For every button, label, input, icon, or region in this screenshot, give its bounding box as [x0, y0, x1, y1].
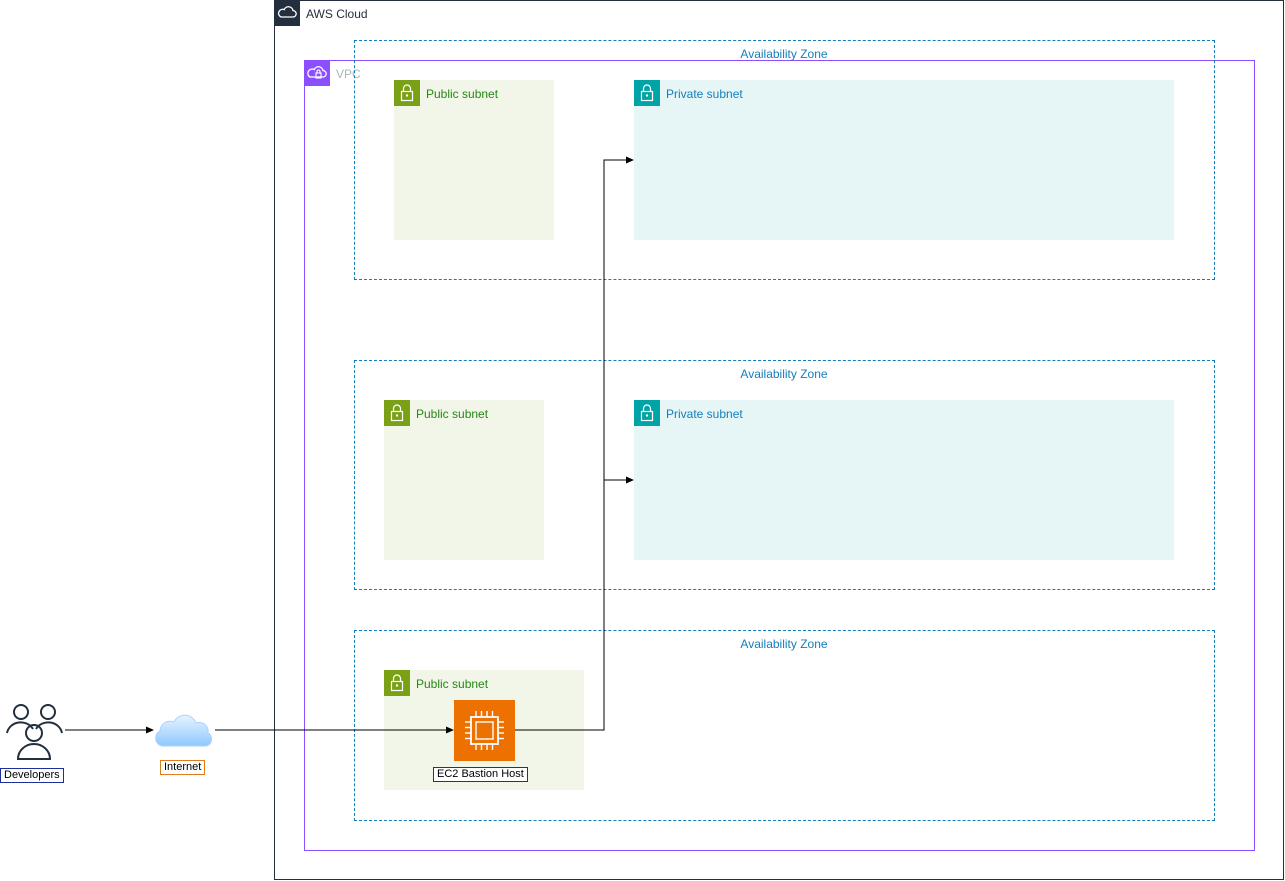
availability-zone-2: [354, 360, 1215, 590]
cloud-icon: [274, 0, 300, 26]
internet-label: Internet: [160, 760, 206, 775]
availability-zone-2-label: Availability Zone: [740, 367, 828, 381]
availability-zone-3: [354, 630, 1215, 821]
private-subnet-2-label: Private subnet: [666, 407, 743, 421]
aws-cloud-group: [274, 0, 1284, 880]
users-icon[interactable]: [3, 700, 65, 762]
ec2-bastion-host[interactable]: [454, 700, 515, 761]
private-subnet-1: [634, 80, 1174, 240]
arrow-bastion-to-private-subnet-1: [515, 156, 634, 731]
ec2-bastion-host-label: EC2 Bastion Host: [433, 767, 528, 782]
availability-zone-3-label: Availability Zone: [740, 637, 828, 651]
aws-cloud-label: AWS Cloud: [306, 7, 368, 21]
lock-icon: [634, 400, 660, 426]
vpc-group: [304, 60, 1255, 851]
public-subnet-2-label: Public subnet: [416, 407, 489, 421]
private-subnet-1-label: Private subnet: [666, 87, 743, 101]
lock-icon: [384, 670, 410, 696]
vpc-cloud-icon: [304, 60, 330, 86]
private-subnet-2: [634, 400, 1174, 560]
public-subnet-2: [384, 400, 544, 560]
internet-cloud-icon[interactable]: [154, 712, 214, 750]
availability-zone-1: [354, 40, 1215, 280]
availability-zone-1-label: Availability Zone: [740, 47, 828, 61]
lock-icon: [634, 80, 660, 106]
public-subnet-1-label: Public subnet: [426, 87, 499, 101]
developers-label: Developers: [0, 768, 64, 783]
public-subnet-3-label: Public subnet: [416, 677, 489, 691]
lock-icon: [384, 400, 410, 426]
public-subnet-1: [394, 80, 554, 240]
lock-icon: [394, 80, 420, 106]
ec2-chip-icon: [465, 711, 504, 750]
